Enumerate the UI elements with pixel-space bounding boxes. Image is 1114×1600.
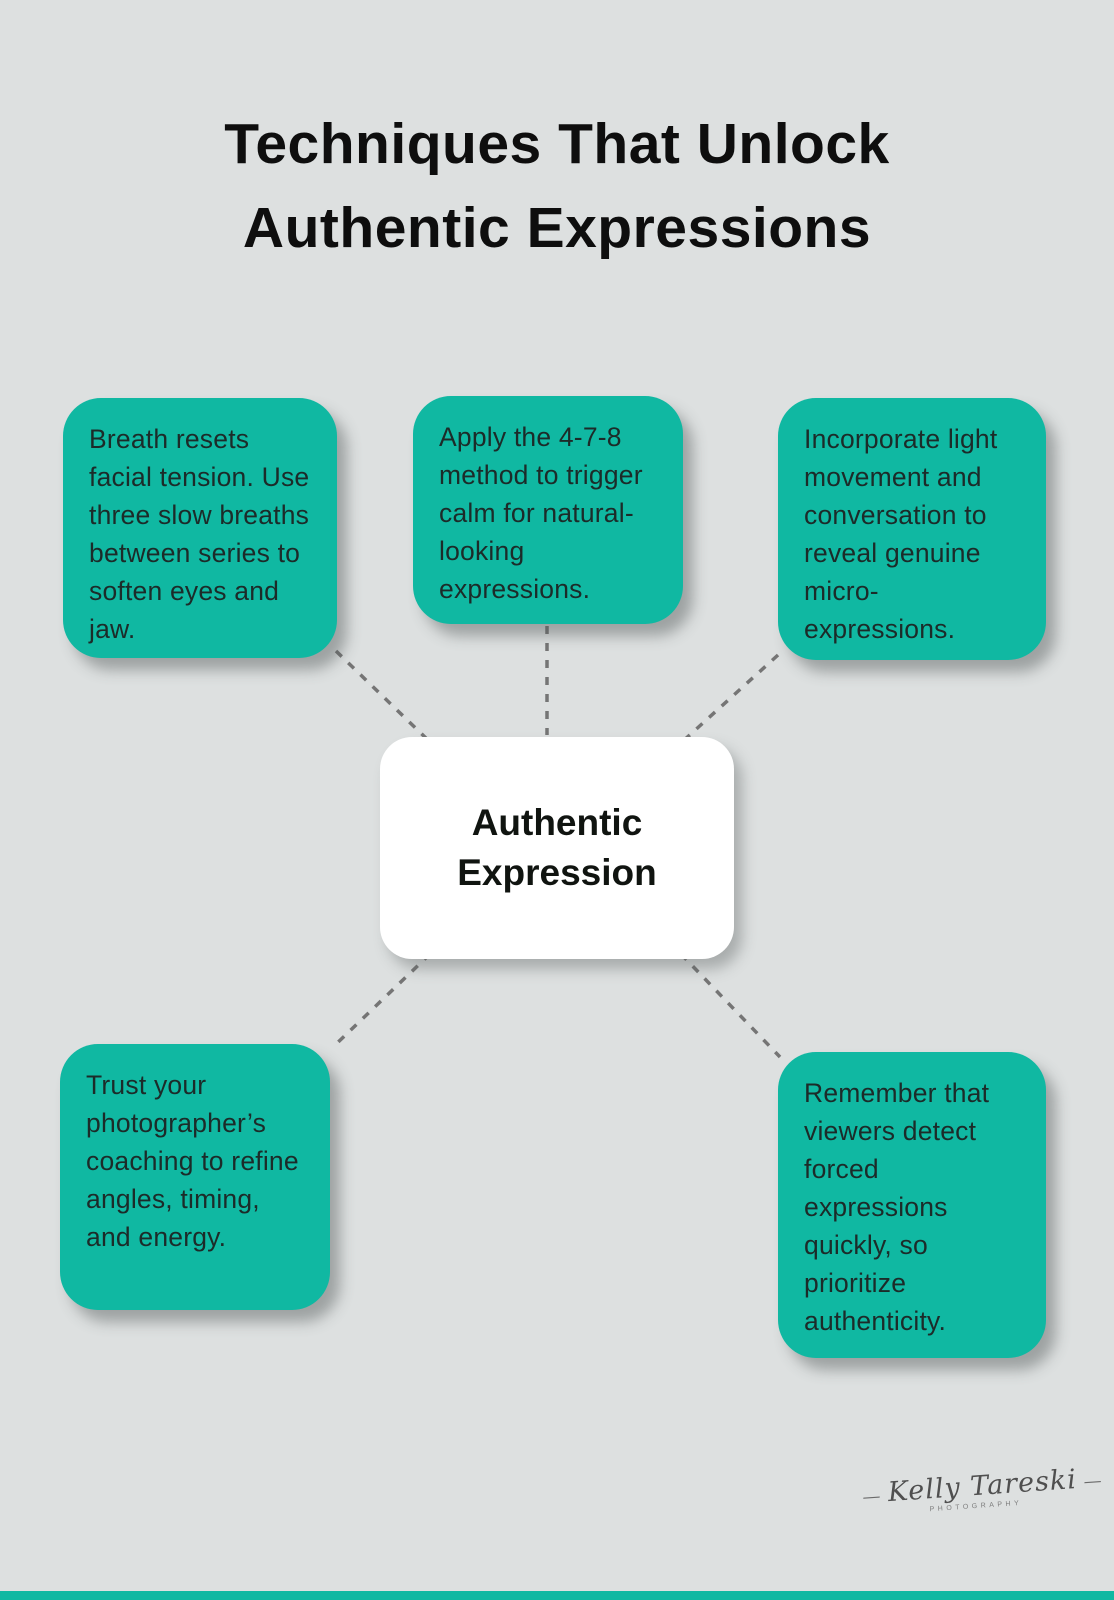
connector-top-left <box>334 649 432 744</box>
technique-node-top-left: Breath resets facial tension. Use three … <box>63 398 337 658</box>
footer-accent-bar <box>0 1591 1114 1600</box>
technique-node-top-right: Incorporate light movement and conversat… <box>778 398 1046 660</box>
connector-bottom-right <box>679 952 782 1059</box>
technique-node-bottom-right: Remember that viewers detect forced expr… <box>778 1052 1046 1358</box>
photographer-signature: Kelly Tareski PHOTOGRAPHY <box>862 1464 1078 1513</box>
connector-top-right <box>680 653 780 744</box>
central-concept-label: Authentic Expression <box>457 802 657 893</box>
central-concept-node: Authentic Expression <box>380 737 734 959</box>
technique-node-text: Trust your photographer’s coaching to re… <box>86 1070 299 1252</box>
technique-node-top-center: Apply the 4-7-8 method to trigger calm f… <box>413 396 683 624</box>
connector-bottom-left <box>330 952 432 1050</box>
page-title-line1: Techniques That Unlock <box>224 112 890 176</box>
technique-node-text: Remember that viewers detect forced expr… <box>804 1078 990 1336</box>
page-title: Techniques That Unlock Authentic Express… <box>0 102 1114 271</box>
technique-node-text: Incorporate light movement and conversat… <box>804 424 998 644</box>
technique-node-text: Breath resets facial tension. Use three … <box>89 424 310 644</box>
page-title-line2: Authentic Expressions <box>242 196 872 261</box>
technique-node-text: Apply the 4-7-8 method to trigger calm f… <box>439 422 643 604</box>
technique-node-bottom-left: Trust your photographer’s coaching to re… <box>60 1044 330 1310</box>
